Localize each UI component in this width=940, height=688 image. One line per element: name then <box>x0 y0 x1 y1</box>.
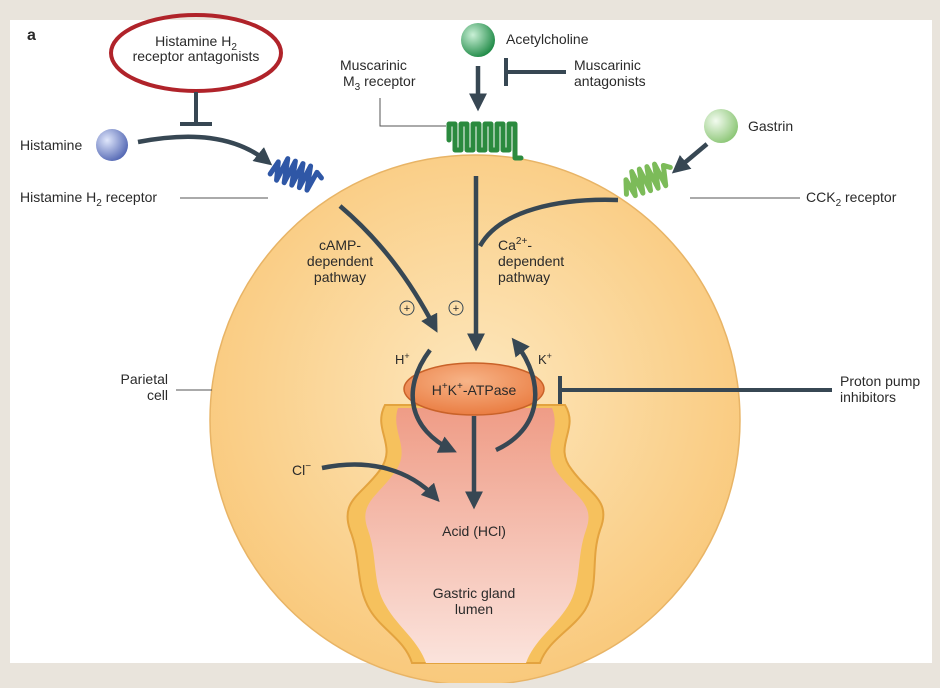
m3-receptor-label-line2: M3 receptor <box>343 73 416 93</box>
parietal-cell-label-2: cell <box>147 387 168 403</box>
h2-antagonists-label-line2: receptor antagonists <box>133 48 260 64</box>
k-plus-arrow <box>495 337 538 453</box>
camp-pathway-label-2: dependent <box>307 253 373 269</box>
plus-sign-left <box>399 300 415 316</box>
acetylcholine-label: Acetylcholine <box>506 31 589 47</box>
lumen-label-2: lumen <box>455 601 493 617</box>
plus-sign-left-text: + <box>404 303 410 315</box>
atpase-label: H+K+-ATPase <box>432 381 517 398</box>
h-plus-label: H+ <box>395 351 410 367</box>
cck2-to-pump-arrow <box>478 197 619 248</box>
chloride-arrow <box>321 462 440 502</box>
lumen-label: Gastric gland <box>433 585 515 601</box>
ca-pathway-label: Ca2+- <box>498 236 532 253</box>
highlight-ellipse <box>109 13 283 93</box>
ppi-label-2: inhibitors <box>840 389 896 405</box>
chloride-label: Cl− <box>292 461 311 478</box>
k-plus-label: K+ <box>538 351 552 367</box>
cck2-receptor-label: CCK2 receptor <box>806 189 897 209</box>
h2-antagonists-label: Histamine H2 <box>155 33 237 53</box>
camp-pathway-label-3: pathway <box>314 269 366 285</box>
h2-receptor-label: Histamine H2 receptor <box>20 189 157 209</box>
gastrin-arrow <box>671 142 709 174</box>
camp-pathway-label: cAMP- <box>319 237 361 253</box>
ca-pathway-label-2: dependent <box>498 253 564 269</box>
ca-pathway-label-3: pathway <box>498 269 550 285</box>
panel-label: a <box>27 27 36 44</box>
parietal-cell-label: Parietal <box>121 371 168 387</box>
histamine-molecule <box>96 129 128 161</box>
plus-sign-right <box>448 300 464 316</box>
gastrin-label: Gastrin <box>748 118 793 134</box>
gastric-gland-lumen <box>365 408 589 663</box>
m3-receptor-leader <box>379 98 446 127</box>
h-plus-arrow <box>410 348 457 453</box>
muscarinic-antagonists-label: Muscarinic <box>574 57 641 73</box>
m3-receptor <box>446 121 524 161</box>
cck2-receptor <box>623 161 673 199</box>
histamine-arrow <box>137 134 273 166</box>
h2-receptor <box>267 156 324 193</box>
plus-sign-right-text: + <box>453 303 459 315</box>
ppi-label: Proton pump <box>840 373 920 389</box>
gastrin-molecule <box>704 109 738 143</box>
camp-pathway-arrow <box>338 204 438 333</box>
proton-pump-atpase <box>403 362 545 416</box>
muscarinic-antagonists-label-line2: antagonists <box>574 73 646 89</box>
acetylcholine-molecule <box>461 23 495 57</box>
acid-label: Acid (HCl) <box>442 523 506 539</box>
m3-receptor-label: Muscarinic <box>340 57 407 73</box>
histamine-label: Histamine <box>20 137 82 153</box>
